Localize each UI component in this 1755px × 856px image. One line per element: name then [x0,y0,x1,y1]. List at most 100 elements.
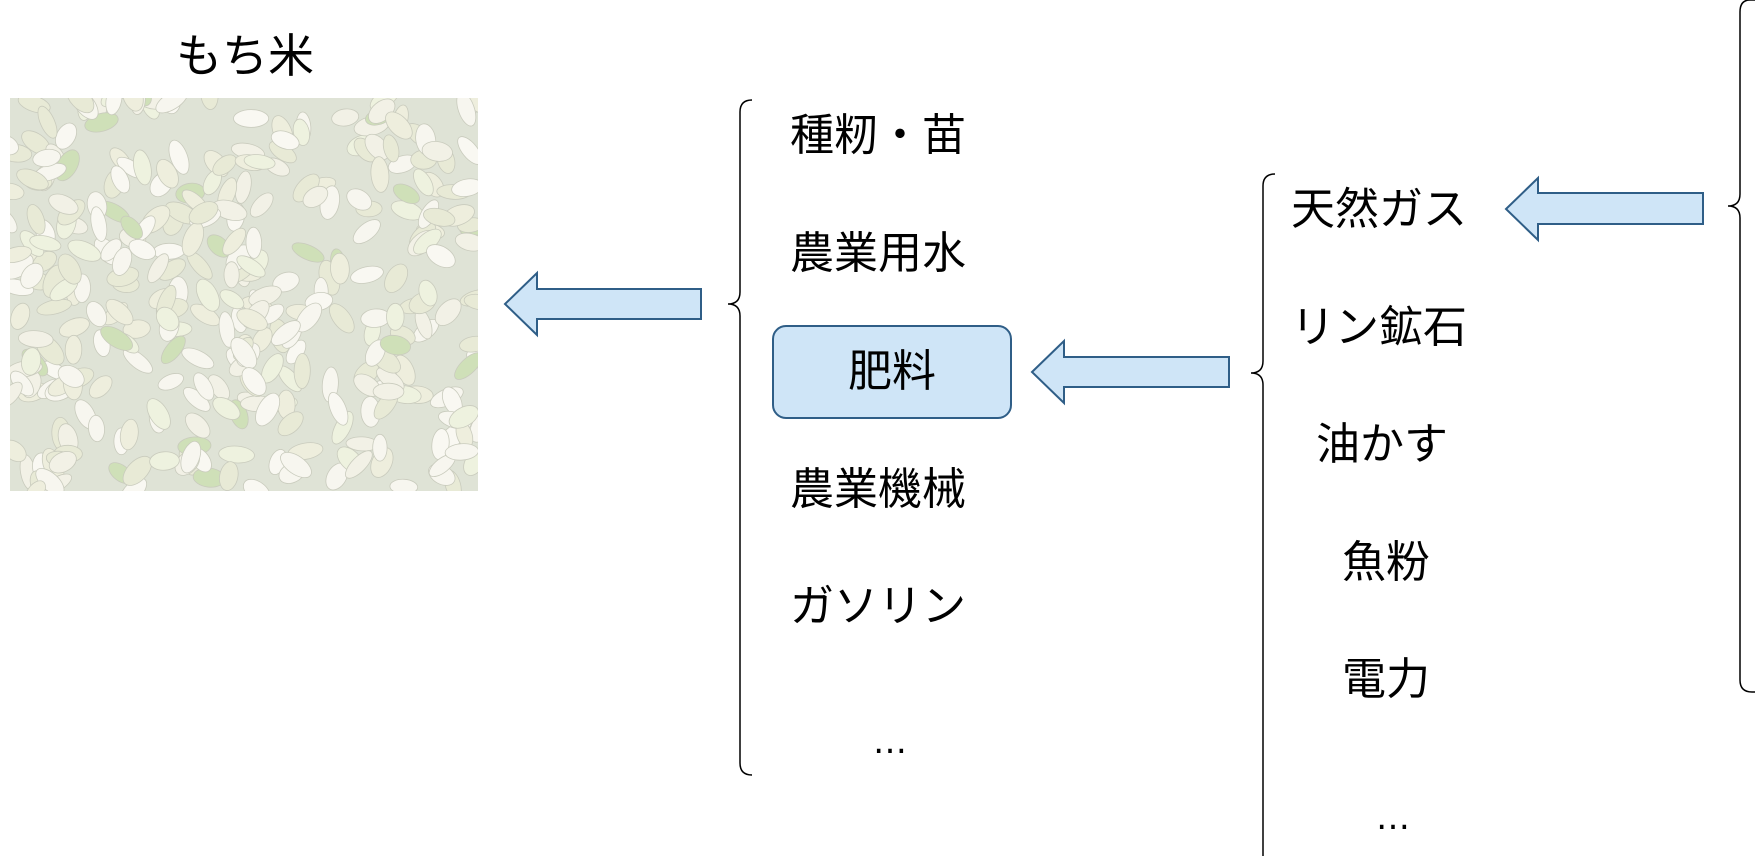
rice-grain [58,317,90,338]
rice-grain [48,193,79,215]
rice-grain [372,433,388,462]
rice-grain [392,183,420,204]
rice-grain [389,478,419,491]
rice-grain [48,451,77,474]
rice-grain [249,192,274,218]
source-item-oil-cake: 油かす [1316,419,1448,470]
rice-grain [384,263,409,293]
input-item-gasoline: ガソリン [790,581,966,632]
rice-grain [10,205,18,234]
rice-grain [105,299,134,326]
rice-grain [241,367,267,396]
rice-grain [10,381,23,408]
rice-grain [10,245,32,264]
rice-grain [255,392,281,427]
rice-grain [67,239,102,262]
arrow-to-natural-gas [1504,175,1704,243]
rice-grain [193,372,215,401]
rice-grain [293,353,311,389]
rice-grain [26,204,46,235]
rice-grain [418,279,438,307]
rice-grain [212,154,237,176]
rice-grain [185,412,211,439]
rice-grain [230,337,258,369]
rice-grain [219,289,245,310]
rice-grain [464,98,478,116]
rice-grain [32,148,61,168]
rice-grain [112,246,133,276]
rice-grain [459,335,478,353]
rice-grain [105,98,123,116]
input-item-more: … [873,722,907,762]
rice-grain [10,302,31,330]
rice-grain [156,159,179,189]
rice-photo [10,98,478,491]
rice-grain [426,244,456,269]
rice-grain [88,414,105,443]
rice-grain [421,141,453,162]
rice-grain [88,375,113,399]
rice-grain [155,98,188,114]
source-item-electricity: 電力 [1342,654,1430,705]
rice-grain [10,134,19,156]
rice-grain [379,334,411,356]
rice-grain [463,293,478,311]
rice-grain [219,461,239,491]
rice-grain [457,136,478,165]
rice-grain [146,398,171,430]
rice-grain [270,130,300,151]
rice-grain [218,445,255,464]
rice-grain [277,411,304,437]
rice-grain [222,227,247,256]
rice-grain [121,98,144,112]
rice-grain [37,105,58,139]
source-item-phosphate-rock: リン鉱石 [1291,302,1467,353]
input-item-fertilizer-highlight: 肥料 [772,325,1012,419]
rice-grain [86,301,107,328]
rice-grain [132,149,152,186]
rice-grain [120,215,143,240]
input-item-machinery: 農業機械 [790,464,966,515]
rice-grain [444,443,478,461]
rice-grain [20,262,44,289]
rice-grain [382,134,400,163]
source-item-more: … [1376,798,1410,838]
rice-grain [346,188,373,211]
rice-grain [110,165,131,194]
arrow-to-fertilizer [1030,338,1230,406]
rice-grain [180,440,202,474]
rice-grain [10,439,27,463]
rice-grain [122,455,153,486]
rice-grain [345,450,373,479]
rice-grain [236,255,266,278]
rice-grain [372,382,405,401]
rice-grain [100,325,133,351]
rice-grain [57,253,82,285]
rice-grain [385,111,413,140]
rice-grain [188,201,219,225]
rice-grain [451,178,478,197]
rice-grain [157,373,184,391]
arrow-to-product [503,270,702,338]
rice-grain [21,347,42,376]
rice-grain [434,298,462,326]
inputs-bracket [727,99,753,776]
rice-grain [155,306,180,332]
rice-grain [236,308,268,331]
rice-grain [291,242,325,263]
rice-grain [413,168,434,197]
rice-grain [25,480,46,491]
rice-grain [119,418,139,451]
sources-bracket [1250,173,1276,856]
product-title: もち米 [176,29,314,83]
rice-grain [328,392,349,426]
rice-grain [386,302,405,331]
rice-grain [350,265,384,284]
right-bracket [1727,0,1755,693]
rice-grain [212,397,241,420]
source-item-natural-gas: 天然ガス [1291,184,1467,235]
rice-grain [423,207,456,227]
rice-grain [128,239,157,260]
rice-grain [64,334,83,365]
